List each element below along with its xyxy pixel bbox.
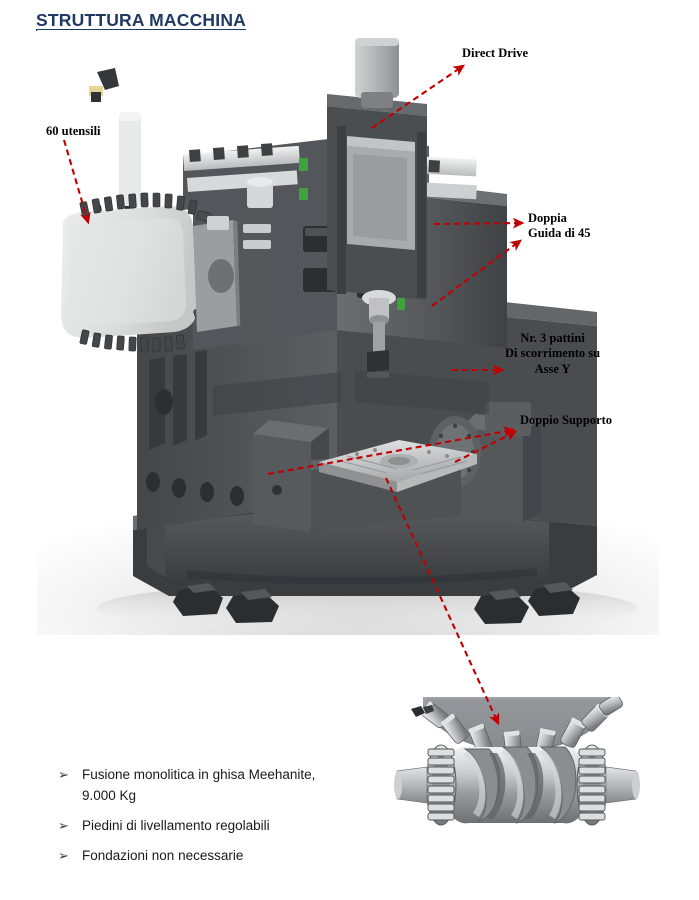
list-item: ➢ Fondazioni non necessarie bbox=[58, 846, 488, 867]
bullet-arrow-icon: ➢ bbox=[58, 847, 69, 863]
bullet-arrow-icon: ➢ bbox=[58, 767, 69, 782]
callout-double-support: Doppio Supporto bbox=[520, 413, 613, 427]
feature-bullet-list: ➢ Fusione monolitica in ghisa Meehanite,… bbox=[58, 765, 488, 876]
callout-sixty-tools: 60 utensili bbox=[46, 124, 101, 138]
bullet-text-line1: Piedini di livellamento regolabili bbox=[82, 817, 270, 833]
bullet-text-line1: Fusione monolitica in ghisa Meehanite, bbox=[82, 767, 316, 782]
list-item: ➢ Fusione monolitica in ghisa Meehanite,… bbox=[58, 765, 488, 807]
callout-direct-drive: Direct Drive bbox=[462, 46, 529, 60]
page-title: STRUTTURA MACCHINA bbox=[36, 10, 247, 30]
bullet-text-line1: Fondazioni non necessarie bbox=[82, 847, 244, 863]
bullet-arrow-icon: ➢ bbox=[58, 817, 69, 833]
callout-three-pads: Nr. 3 pattini Di scorrimento su Asse Y bbox=[505, 331, 601, 376]
callout-double-guide: Doppia Guida di 45 bbox=[528, 211, 591, 241]
list-item: ➢ Piedini di livellamento regolabili bbox=[58, 816, 488, 837]
bullet-text-line2: 9.000 Kg bbox=[82, 787, 137, 803]
